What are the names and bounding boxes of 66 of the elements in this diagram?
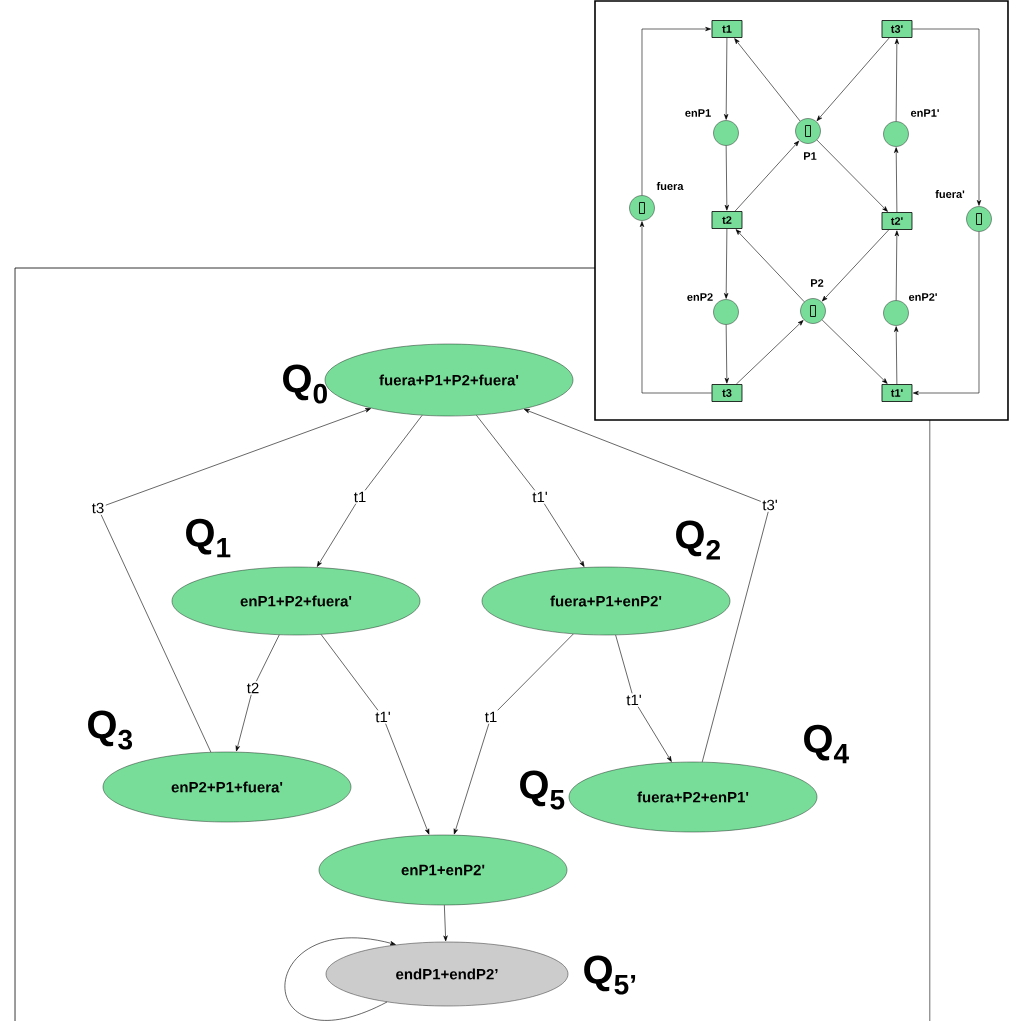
arrow	[284, 937, 396, 1021]
arrow	[821, 229, 889, 302]
arrow	[816, 139, 888, 212]
arrow	[320, 634, 430, 835]
arrow	[724, 228, 729, 299]
place-circle	[713, 120, 739, 146]
place-label: enP1	[685, 109, 711, 117]
edge-label: t1	[483, 710, 499, 724]
transition-box: t2'	[881, 212, 913, 230]
arrow	[821, 319, 888, 384]
arrow	[235, 634, 280, 752]
transition-box: t3'	[881, 20, 913, 38]
edge-label: t1	[352, 490, 368, 504]
arrow	[724, 324, 729, 384]
arrow	[894, 230, 899, 301]
state-label: Q$_{5}$	[520, 770, 565, 810]
place-label: enP1'	[910, 109, 939, 117]
arrow	[894, 38, 899, 122]
edge-label: t1'	[373, 710, 393, 724]
place-circle	[883, 121, 909, 147]
state-label: Q$_{5’}$	[584, 955, 636, 995]
place-circle	[800, 298, 826, 324]
arrow	[641, 26, 711, 196]
transition-box: t3	[711, 384, 743, 402]
state-label: Q$_{3}$	[88, 710, 133, 750]
arrow	[615, 634, 672, 762]
place-label: fuera	[656, 181, 684, 191]
place-label: enP2'	[908, 293, 937, 301]
place-label: enP2	[687, 293, 713, 301]
place-circle	[629, 195, 655, 221]
arrow	[523, 409, 771, 763]
edge-label: t3'	[760, 498, 780, 512]
arrow	[476, 415, 585, 567]
arrow	[894, 147, 899, 213]
transition-box: t1'	[881, 384, 913, 402]
arrow	[724, 37, 729, 120]
place-label: P2	[811, 279, 824, 287]
transition-box: t1	[711, 20, 743, 38]
arrow	[734, 38, 801, 122]
arrow	[735, 229, 805, 303]
edge-label: t1'	[624, 693, 644, 707]
place-circle	[795, 118, 821, 144]
arrow	[453, 633, 574, 835]
state-label: Q$_{0}$	[283, 364, 327, 404]
arrow	[816, 37, 890, 122]
place-circle	[713, 299, 739, 325]
place-circle	[966, 206, 992, 232]
edge-label: t2	[245, 681, 261, 695]
arrow	[443, 904, 448, 942]
state-label: Q$_{2}$	[676, 520, 720, 560]
arrow	[894, 326, 899, 385]
arrow	[316, 415, 423, 567]
arrow	[734, 140, 800, 212]
state-label: Q$_{4}$	[804, 724, 849, 764]
edge-label: t3	[90, 501, 106, 515]
place-circle	[883, 300, 909, 326]
edge-label: t1'	[530, 490, 550, 504]
place-label: fuera'	[935, 189, 965, 199]
state-label: Q$_{1}$	[186, 518, 231, 558]
arrow	[912, 28, 982, 206]
arrow	[736, 320, 804, 385]
arrow	[913, 231, 980, 396]
arrow	[724, 145, 729, 211]
arrow	[639, 221, 712, 394]
transition-box: t2	[711, 211, 743, 229]
place-label: P1	[804, 152, 817, 160]
